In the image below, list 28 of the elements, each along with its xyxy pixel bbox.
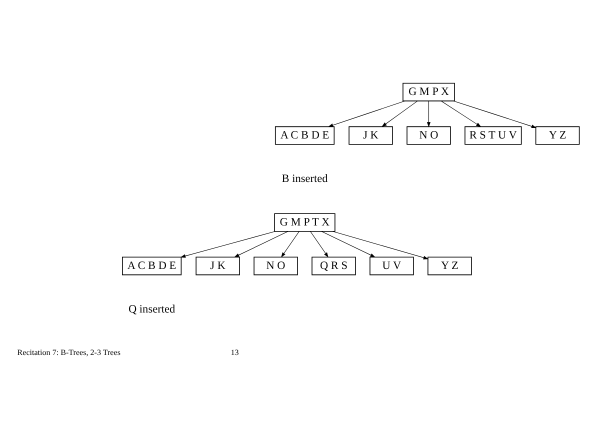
node-box: J K <box>196 256 240 275</box>
node-box: N O <box>406 126 451 144</box>
node-box: R S T U V <box>464 126 522 144</box>
arrow <box>332 230 429 259</box>
arrow <box>281 230 300 258</box>
node-box: J K <box>348 126 393 144</box>
arrow <box>453 100 537 128</box>
node-box: Q R S <box>312 256 356 275</box>
arrow <box>310 230 328 258</box>
arrow <box>180 230 276 258</box>
label: 13 <box>230 347 239 356</box>
node-box: Y Z <box>428 256 472 275</box>
node-box: G M P X <box>402 82 455 101</box>
label: Q inserted <box>128 302 176 315</box>
arrow <box>426 100 431 127</box>
arrow <box>328 100 406 126</box>
arrow <box>440 100 482 127</box>
arrow <box>234 230 288 257</box>
node-box: Y Z <box>535 126 580 144</box>
node-box: A C B D E <box>122 256 182 275</box>
arrow <box>321 230 376 257</box>
label: Recitation 7: B-Trees, 2-3 Trees <box>17 347 120 356</box>
arrow <box>382 100 418 126</box>
node-box: N O <box>254 256 298 275</box>
label: B inserted <box>282 172 328 185</box>
node-box: A C B D E <box>274 126 335 144</box>
node-box: U V <box>370 256 414 275</box>
node-box: G M P T X <box>274 212 336 232</box>
